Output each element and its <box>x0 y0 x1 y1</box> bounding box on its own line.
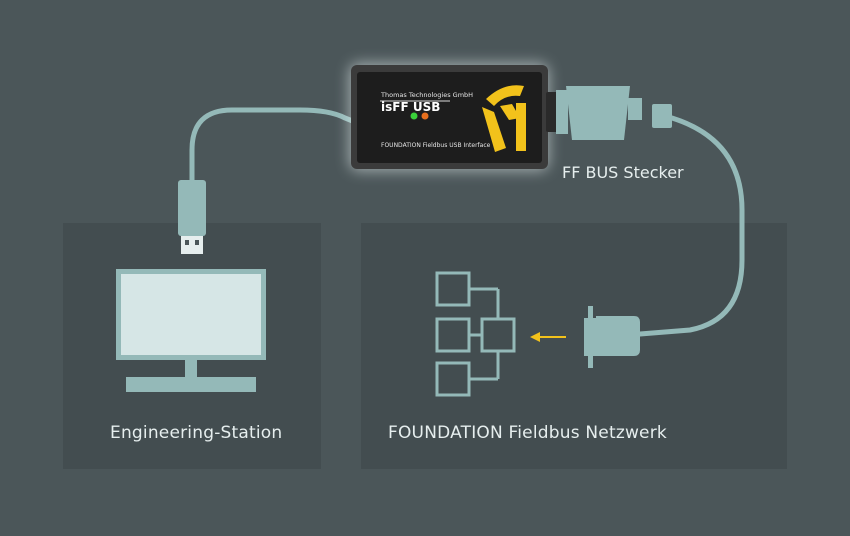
direction-arrow-icon <box>530 332 566 342</box>
isff-usb-device <box>351 65 558 169</box>
engineering-station-label: Engineering-Station <box>110 423 283 443</box>
usb-cable <box>189 107 363 183</box>
fieldbus-cable <box>637 115 745 337</box>
network-db9-connector-icon <box>584 306 640 368</box>
device-manufacturer: Thomas Technologies GmbH <box>380 91 473 99</box>
network-tree-icon <box>435 271 516 397</box>
device-model: isFF USB <box>381 100 440 114</box>
fieldbus-network-label: FOUNDATION Fieldbus Netzwerk <box>388 423 667 443</box>
logo-icon <box>482 85 526 152</box>
usb-plug-icon <box>178 180 206 254</box>
ff-bus-plug-label: FF BUS Stecker <box>562 163 684 182</box>
db9-connector-icon <box>556 86 672 140</box>
status-led-orange <box>421 112 429 120</box>
fieldbus-network-panel <box>361 223 787 469</box>
device-subtitle: FOUNDATION Fieldbus USB Interface <box>381 142 491 149</box>
monitor-icon <box>116 269 266 392</box>
status-led-green <box>410 112 418 120</box>
